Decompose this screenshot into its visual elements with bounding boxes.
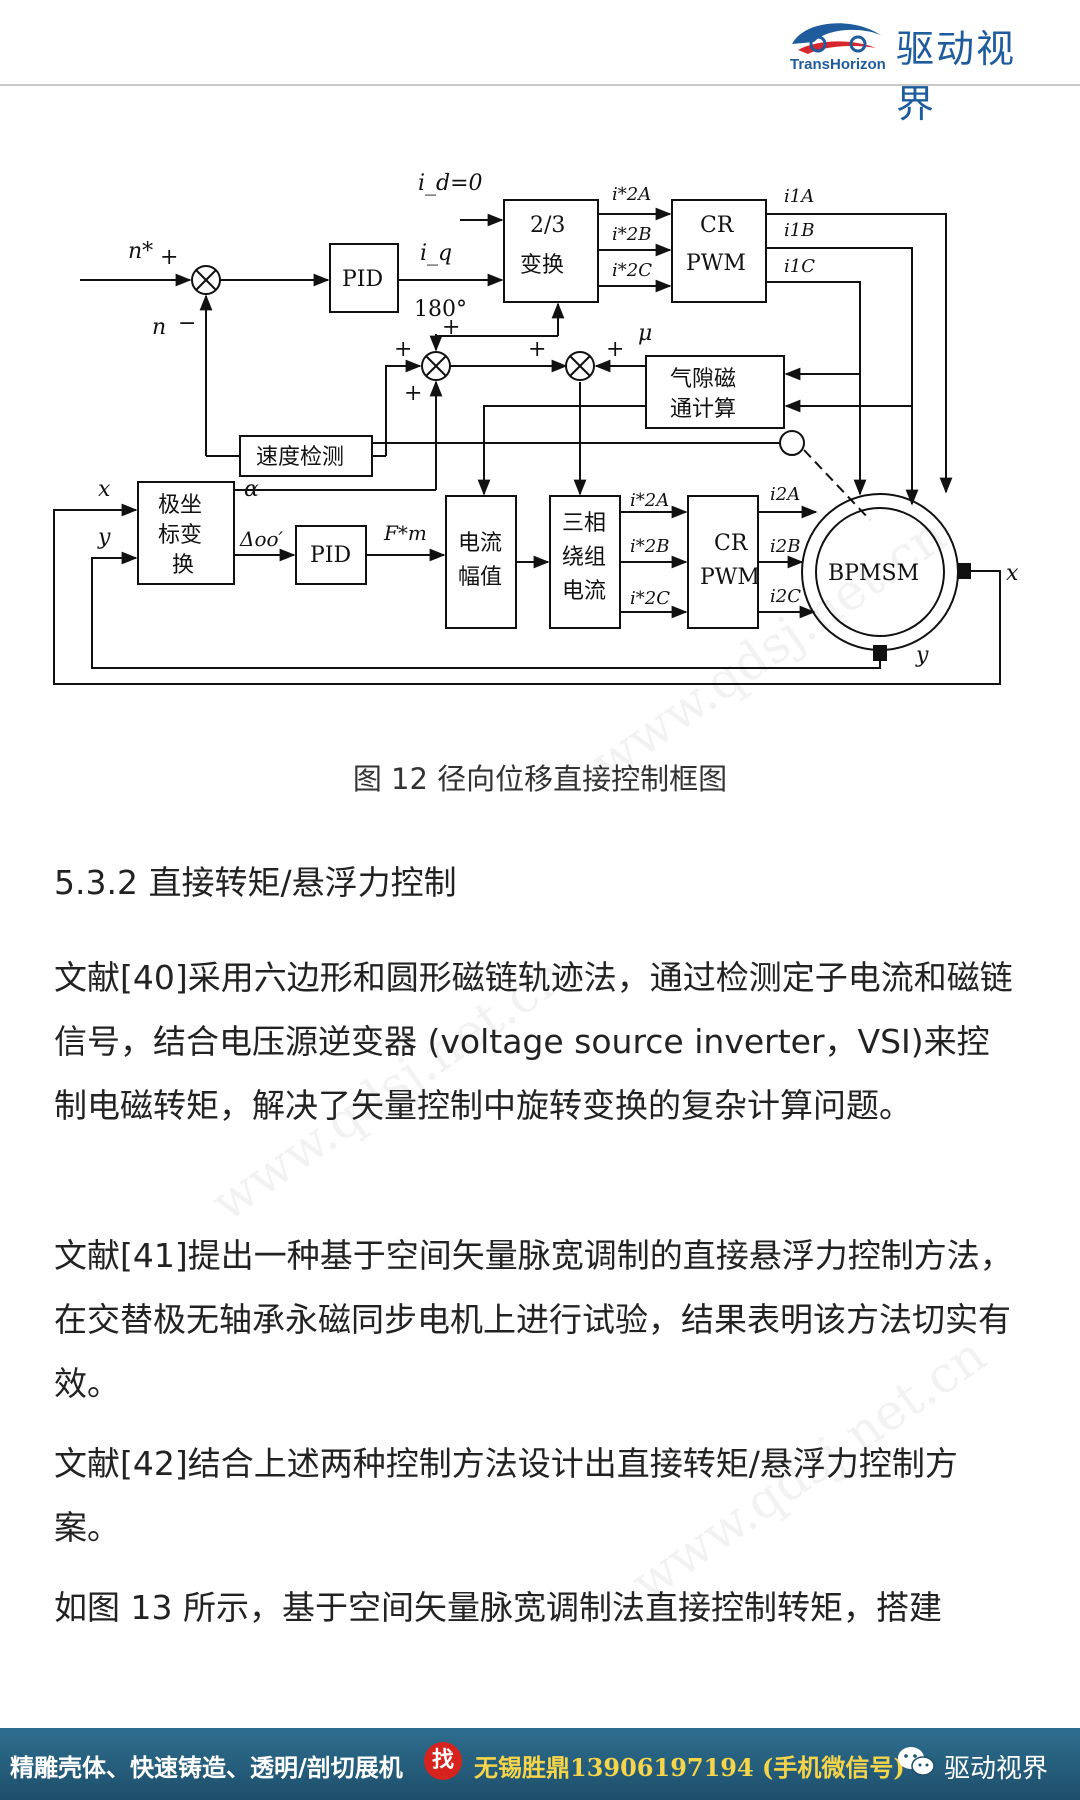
label-plus: + bbox=[160, 245, 178, 270]
crpwm2-label-2: PWM bbox=[700, 565, 760, 590]
label-i2b-ref: i*2B bbox=[612, 224, 651, 245]
label-i1a: i1A bbox=[784, 186, 814, 207]
crpwm-block-top bbox=[671, 199, 767, 303]
paragraph-4: 如图 13 所示，基于空间矢量脉宽调制法直接控制转矩，搭建 bbox=[54, 1588, 942, 1627]
motor-label: BPMSM bbox=[828, 561, 919, 586]
figure-caption: 图 12 径向位移直接控制框图 bbox=[352, 762, 728, 796]
label-id: i_d=0 bbox=[418, 171, 483, 196]
polar-transform-block bbox=[137, 481, 235, 585]
label-i2a-out: i2A bbox=[770, 484, 800, 505]
label-y-in: y bbox=[97, 525, 111, 550]
amp-label-1: 电流 bbox=[458, 531, 502, 556]
label-x-in: x bbox=[98, 477, 111, 502]
label-i1b: i1B bbox=[784, 220, 814, 241]
label-i2b-out: i2B bbox=[770, 536, 800, 557]
page-header: TransHorizon 驱动视界 bbox=[0, 0, 1080, 126]
brand-subtitle: TransHorizon bbox=[790, 56, 886, 73]
label-plus-mid: + bbox=[528, 337, 546, 362]
polar-label-1: 极坐 bbox=[158, 493, 202, 518]
label-plus-180: + bbox=[442, 315, 460, 340]
footer-find-badge: 找 bbox=[424, 1742, 462, 1780]
crpwm2-label-1: CR bbox=[714, 531, 749, 556]
label-n-fb: n bbox=[152, 315, 166, 340]
three-label-2: 绕组 bbox=[562, 545, 606, 570]
label-mu: μ bbox=[638, 321, 652, 346]
brand-name: 驱动视界 bbox=[896, 27, 1017, 126]
brand[interactable]: TransHorizon 驱动视界 bbox=[784, 12, 1054, 126]
paragraph-2: 文献[41]提出一种基于空间矢量脉宽调制的直接悬浮力控制方法，在交替极无轴承永磁… bbox=[54, 1236, 1013, 1403]
three-label-3: 电流 bbox=[562, 579, 606, 604]
label-iq: i_q bbox=[420, 241, 452, 266]
label-i2a-ref-low: i*2A bbox=[630, 490, 669, 511]
diagram-svg: n* + n − i_d=0 i_q PID 2/3 变换 CR PWM i*2… bbox=[53, 171, 1019, 685]
label-i2c-out: i2C bbox=[770, 586, 801, 607]
label-180: 180° bbox=[414, 297, 467, 322]
label-n-ref: n* bbox=[128, 239, 153, 264]
brand-logo-icon bbox=[792, 23, 882, 54]
label-minus: − bbox=[178, 311, 196, 336]
label-y-out: y bbox=[915, 643, 929, 668]
label-doo: Δoo′ bbox=[239, 527, 284, 551]
label-i2a-ref: i*2A bbox=[612, 184, 651, 205]
airgap-label-1: 气隙磁 bbox=[670, 367, 736, 392]
label-fm: F*m bbox=[383, 521, 427, 545]
crpwm-block-bottom bbox=[687, 495, 759, 629]
footer-contact: 无锡胜鼎13906197194 (手机微信号) bbox=[474, 1753, 905, 1782]
airgap-label-2: 通计算 bbox=[670, 397, 736, 422]
current-amp-block bbox=[445, 495, 517, 629]
section-heading: 5.3.2 直接转矩/悬浮力控制 bbox=[54, 863, 457, 902]
footer-ad-text: 精雕壳体、快速铸造、透明/剖切展机 bbox=[10, 1753, 403, 1782]
label-i2c-ref-low: i*2C bbox=[630, 588, 670, 609]
t23-label-2: 变换 bbox=[520, 253, 564, 278]
speed-detect-label: 速度检测 bbox=[256, 445, 344, 470]
control-block-diagram: n* + n − i_d=0 i_q PID 2/3 变换 CR PWM i*2… bbox=[40, 160, 1040, 700]
pid2-label: PID bbox=[310, 543, 351, 568]
three-label-1: 三相 bbox=[562, 511, 606, 536]
motor-inner bbox=[815, 507, 945, 637]
sensor-circle bbox=[779, 430, 805, 456]
label-i1c: i1C bbox=[784, 256, 815, 277]
pid-block-speed bbox=[329, 243, 399, 313]
amp-label-2: 幅值 bbox=[458, 565, 502, 590]
paragraph-3: 文献[42]结合上述两种控制方法设计出直接转矩/悬浮力控制方案。 bbox=[54, 1444, 958, 1547]
label-i2c-ref: i*2C bbox=[612, 260, 652, 281]
label-x-out: x bbox=[1006, 561, 1019, 586]
pid1-label: PID bbox=[342, 267, 383, 292]
crpwm1-label-1: CR bbox=[700, 213, 735, 238]
label-plus-mu: + bbox=[606, 337, 624, 362]
footer-banner[interactable]: 精雕壳体、快速铸造、透明/剖切展机 找 无锡胜鼎13906197194 (手机微… bbox=[0, 1728, 1080, 1800]
label-alpha: α bbox=[244, 477, 259, 502]
polar-label-2: 标变 bbox=[158, 523, 202, 548]
t23-label-1: 2/3 bbox=[530, 213, 565, 238]
label-plus-bottom: + bbox=[404, 381, 422, 406]
polar-label-3: 换 bbox=[172, 553, 194, 578]
footer-account-name: 驱动视界 bbox=[944, 1754, 1049, 1784]
paragraph-1: 文献[40]采用六边形和圆形磁链轨迹法，通过检测定子电流和磁链信号，结合电压源逆… bbox=[54, 958, 1013, 1125]
crpwm1-label-2: PWM bbox=[686, 251, 746, 276]
airgap-flux-block bbox=[645, 355, 785, 429]
label-plus-left: + bbox=[394, 337, 412, 362]
label-i2b-ref-low: i*2B bbox=[630, 536, 669, 557]
wechat-icon bbox=[898, 1747, 935, 1776]
